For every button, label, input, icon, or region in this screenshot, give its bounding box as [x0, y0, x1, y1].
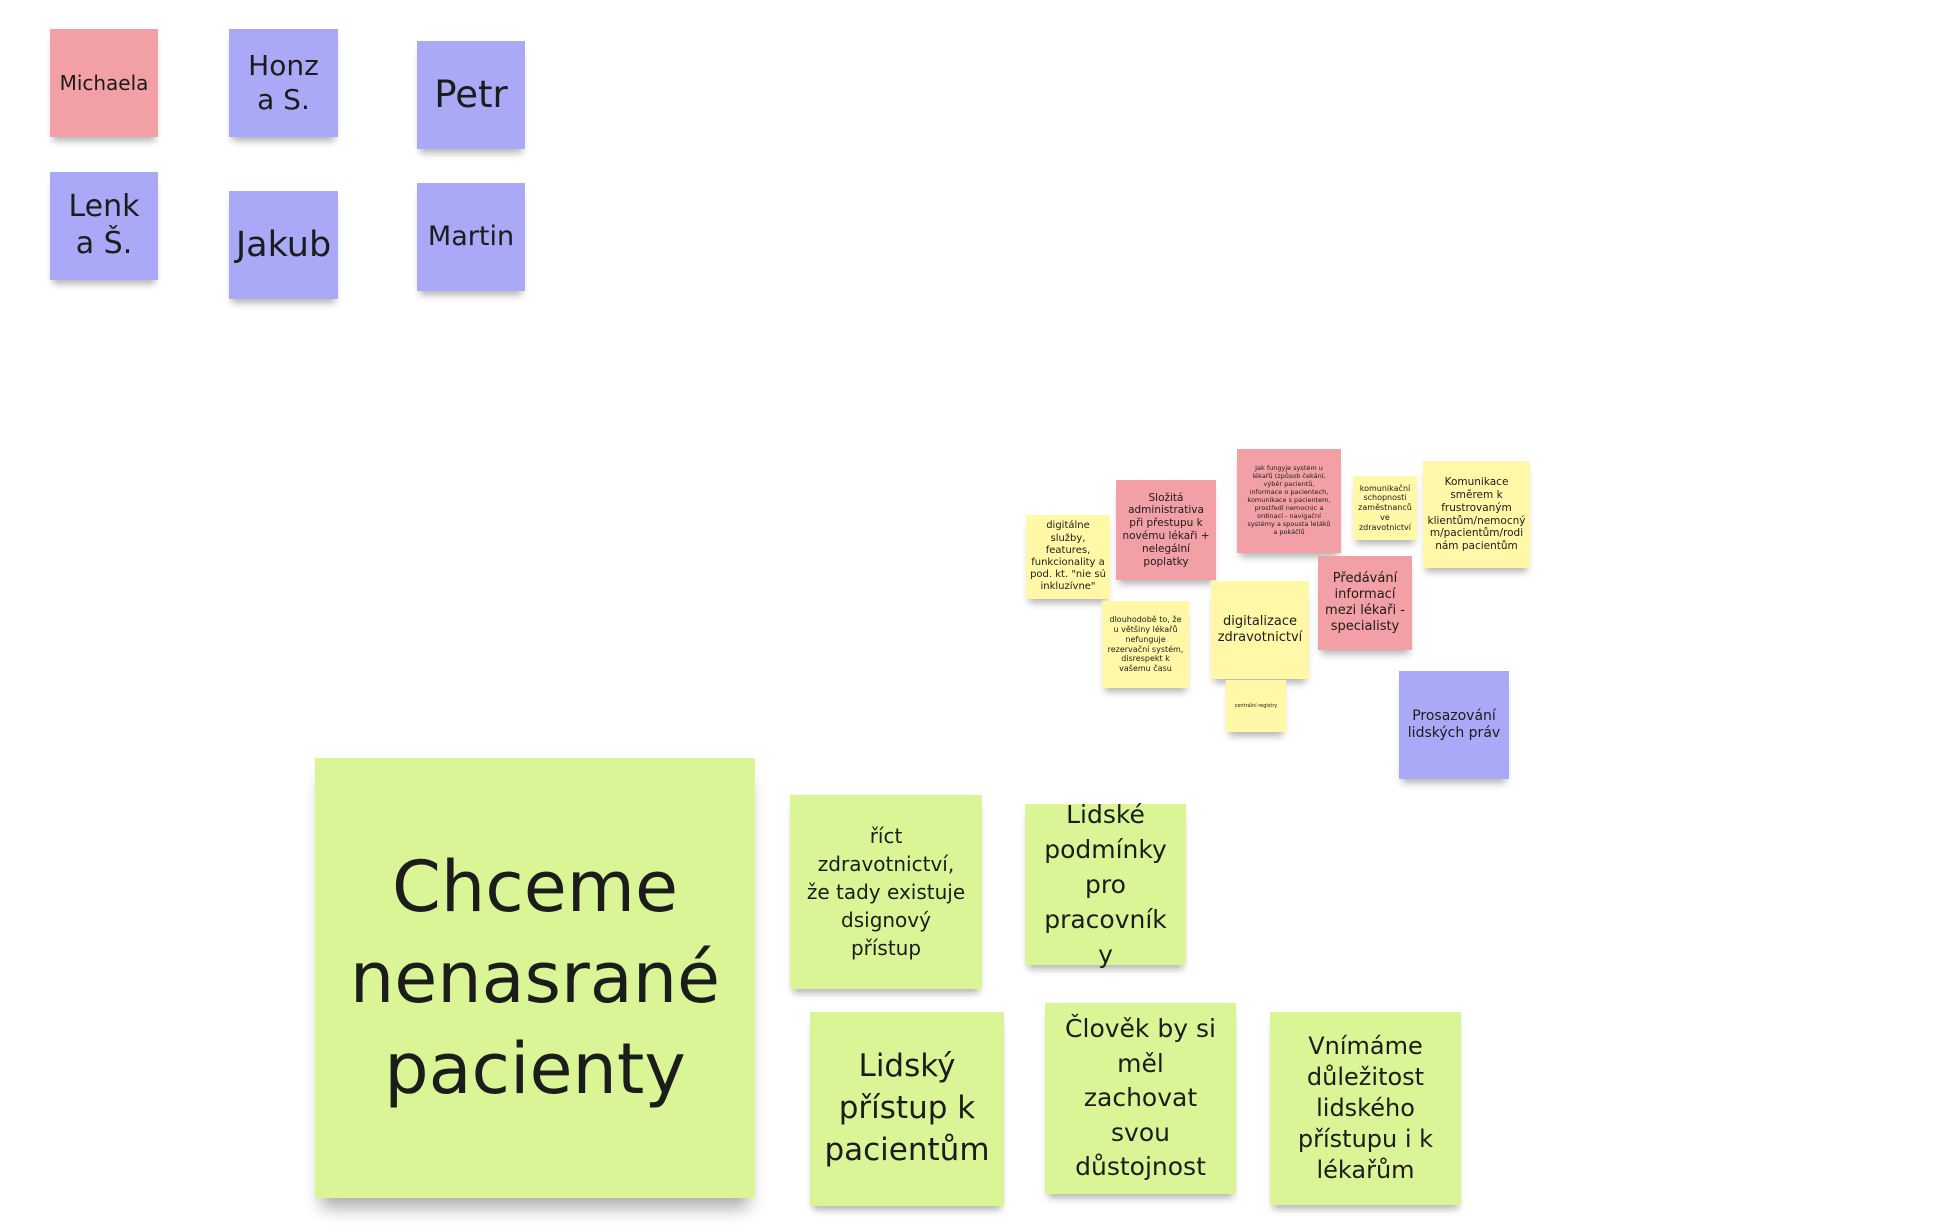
sticky-note-problem[interactable]: dlouhodobě to, že u většiny lékařů nefun… — [1102, 601, 1189, 688]
sticky-note-problem[interactable]: digitálne služby, features, funkcionalit… — [1026, 515, 1110, 599]
sticky-note-text: Lidský přístup k pacientům — [824, 1048, 990, 1168]
sticky-note-problem[interactable]: digitalizace zdravotnictví — [1211, 581, 1309, 679]
sticky-note-text: Petr — [434, 73, 508, 117]
sticky-note-text: Prosazování lidských práv — [1407, 707, 1501, 741]
sticky-note-text: Komunikace směrem k frustrovaným klientů… — [1427, 476, 1526, 553]
sticky-note-participant[interactable]: Michaela — [50, 29, 158, 137]
sticky-note-problem[interactable]: Předávání informací mezi lékaři - specia… — [1318, 556, 1412, 650]
sticky-note-text: komunikační schopnosti zaměstnanců ve zd… — [1358, 483, 1412, 532]
sticky-note-text: digitalizace zdravotnictví — [1217, 614, 1303, 645]
sticky-note-text: Jakub — [235, 224, 332, 265]
sticky-note-text: Lenka Š. — [68, 189, 140, 261]
sticky-note-participant[interactable]: Jakub — [229, 191, 338, 299]
sticky-note-text: Složitá administrativa při přestupu k no… — [1122, 491, 1210, 568]
sticky-note-text: digitálne služby, features, funkcionalit… — [1030, 520, 1106, 593]
sticky-note-problem[interactable]: Prosazování lidských práv — [1399, 671, 1509, 779]
sticky-note-idea[interactable]: Lidské podmínky pro pracovníky — [1025, 800, 1186, 969]
sticky-note-text: dlouhodobě to, že u většiny lékařů nefun… — [1107, 615, 1184, 673]
sticky-note-idea[interactable]: Lidský přístup k pacientům — [810, 1012, 1004, 1206]
sticky-note-problem[interactable]: centrální registry — [1226, 680, 1286, 732]
sticky-note-text: Michaela — [59, 70, 149, 95]
sticky-note-idea[interactable]: říct zdravotnictví, že tady existuje dsi… — [790, 795, 982, 989]
sticky-note-text: centrální registry — [1234, 702, 1278, 709]
sticky-note-problem[interactable]: Komunikace směrem k frustrovaným klientů… — [1423, 461, 1530, 568]
sticky-note-text: Předávání informací mezi lékaři - specia… — [1325, 571, 1405, 634]
sticky-note-text: Honza S. — [248, 48, 319, 116]
sticky-note-problem[interactable]: Jak fungyje systém u lékařů (způsob čeká… — [1237, 449, 1341, 553]
sticky-note-text: Vnímáme důležitost lidského přístupu i k… — [1297, 1031, 1434, 1185]
sticky-note-participant[interactable]: Honza S. — [229, 29, 338, 137]
sticky-note-text: Jak fungyje systém u lékařů (způsob čeká… — [1247, 464, 1331, 536]
sticky-note-participant[interactable]: Petr — [417, 41, 525, 149]
sticky-note-text: Martin — [427, 220, 515, 252]
sticky-note-idea[interactable]: Vnímáme důležitost lidského přístupu i k… — [1270, 1012, 1461, 1205]
sticky-note-problem[interactable]: Složitá administrativa při přestupu k no… — [1116, 480, 1216, 580]
sticky-note-text: říct zdravotnictví, že tady existuje dsi… — [806, 824, 966, 960]
sticky-note-participant[interactable]: Lenka Š. — [50, 172, 158, 280]
sticky-note-participant[interactable]: Martin — [417, 183, 525, 291]
sticky-note-goal[interactable]: Chceme nenasrané pacienty — [315, 758, 755, 1198]
sticky-note-text: Chceme nenasrané pacienty — [349, 845, 721, 1110]
sticky-note-text: Člověk by si měl zachovat svou důstojnos… — [1065, 1014, 1216, 1182]
sticky-note-problem[interactable]: komunikační schopnosti zaměstnanců ve zd… — [1353, 476, 1417, 540]
sticky-note-idea[interactable]: Člověk by si měl zachovat svou důstojnos… — [1045, 1003, 1236, 1194]
sticky-note-text: Lidské podmínky pro pracovníky — [1044, 800, 1167, 969]
